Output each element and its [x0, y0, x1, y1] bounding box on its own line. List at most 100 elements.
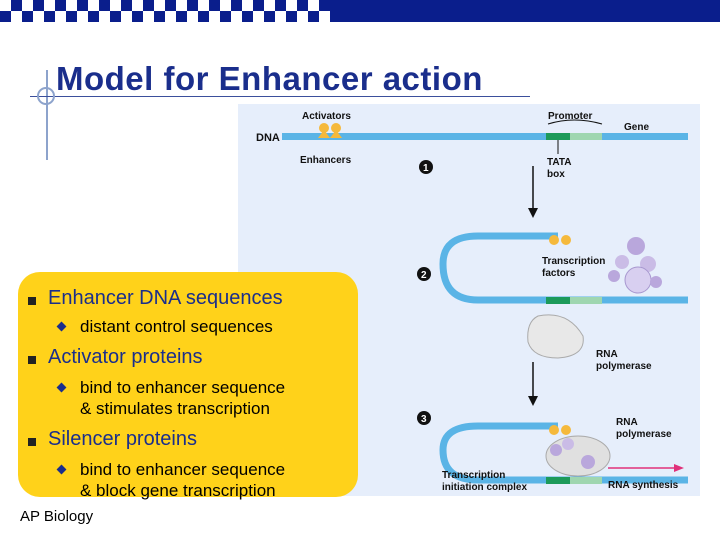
dna-strand-1 — [282, 133, 688, 140]
checker-cell — [88, 0, 99, 11]
tf-label-line1: Transcription — [542, 256, 605, 267]
checker-cell — [198, 11, 209, 22]
bullet-marker-3 — [28, 438, 36, 446]
checker-cell — [77, 0, 88, 11]
checker-cell — [22, 0, 33, 11]
checker-cell — [242, 0, 253, 11]
rna-synthesis-arrow-head — [674, 464, 684, 472]
checker-cell — [264, 11, 275, 22]
checker-cell — [253, 11, 264, 22]
checker-cell — [297, 0, 308, 11]
step-2-badge — [417, 267, 431, 281]
footer-label: AP Biology — [20, 508, 94, 525]
checker-cell — [55, 0, 66, 11]
tata-label-line2: box — [547, 169, 565, 180]
checker-cell — [99, 11, 110, 22]
step-3-badge — [417, 411, 431, 425]
checker-cell — [275, 11, 286, 22]
checker-cell — [154, 0, 165, 11]
checker-cell — [187, 11, 198, 22]
checker-cell — [11, 11, 22, 22]
checker-pattern — [0, 0, 340, 22]
sub-bullet-silencer-line2: & block gene transcription — [80, 481, 276, 500]
checker-cell — [0, 11, 11, 22]
tata-region-2 — [546, 297, 570, 304]
checker-cell — [66, 0, 77, 11]
checker-cell — [308, 11, 319, 22]
step-1-number: 1 — [423, 163, 429, 174]
checker-cell — [176, 11, 187, 22]
checker-cell — [110, 0, 121, 11]
enhancers-label: Enhancers — [300, 155, 352, 166]
checker-cell — [33, 0, 44, 11]
rnap-label-2-line2: polymerase — [616, 429, 672, 440]
checker-cell — [220, 11, 231, 22]
checker-cell — [132, 0, 143, 11]
checker-cell — [77, 11, 88, 22]
tf-label-line2: factors — [542, 268, 576, 279]
checker-cell — [319, 11, 330, 22]
step-3-number: 3 — [421, 414, 427, 425]
top-banner — [0, 0, 720, 22]
rna-polymerase-blob — [527, 314, 584, 359]
checker-cell — [242, 11, 253, 22]
bullet-marker-1 — [28, 297, 36, 305]
dna-label: DNA — [256, 132, 280, 144]
checker-cell — [275, 0, 286, 11]
transcription-factors-icon — [608, 237, 662, 294]
checker-cell — [99, 0, 110, 11]
activators-icon — [318, 123, 342, 138]
checker-cell — [220, 0, 231, 11]
checker-cell — [286, 11, 297, 22]
title-underline — [30, 96, 530, 97]
arrow-2-head — [528, 396, 538, 406]
bullet-silencer-proteins: Silencer proteins — [48, 428, 197, 450]
checker-cell — [253, 0, 264, 11]
activators-bound-icon — [549, 235, 571, 245]
checker-cell — [176, 0, 187, 11]
checker-cell — [143, 11, 154, 22]
checker-cell — [132, 11, 143, 22]
initiation-complex-icon — [545, 425, 611, 477]
checker-cell — [44, 0, 55, 11]
sub-bullet-activator-line1: bind to enhancer sequence — [80, 378, 286, 397]
checker-cell — [33, 11, 44, 22]
tata-region-1 — [546, 133, 570, 140]
checker-cell — [88, 11, 99, 22]
promoter-bracket — [547, 119, 603, 125]
bullet-marker-2 — [28, 356, 36, 364]
checker-cell — [286, 0, 297, 11]
activators-label: Activators — [302, 111, 351, 122]
checker-cell — [44, 11, 55, 22]
checker-cell — [264, 0, 275, 11]
sub-bullet-activator-line2: & stimulates transcription — [80, 399, 270, 418]
slide-title: Model for Enhancer action — [56, 60, 483, 97]
sub-bullet-distant-control: distant control sequences — [80, 317, 273, 336]
checker-cell — [187, 0, 198, 11]
checker-cell — [11, 0, 22, 11]
arrow-1-head — [528, 208, 538, 218]
checker-cell — [121, 11, 132, 22]
checker-cell — [110, 11, 121, 22]
step-1-badge — [419, 160, 433, 174]
checker-cell — [66, 11, 77, 22]
bullet-panel — [18, 272, 358, 497]
checker-cell — [165, 11, 176, 22]
tic-label-line1: Transcription — [442, 470, 505, 481]
rnap-label-1-line2: polymerase — [596, 361, 652, 372]
sub-bullet-silencer-line1: bind to enhancer sequence — [80, 460, 286, 479]
rna-synthesis-label: RNA synthesis — [608, 480, 679, 491]
checker-cell — [231, 11, 242, 22]
decor-circle — [37, 87, 55, 105]
bullet-enhancer-dna: Enhancer DNA sequences — [48, 287, 283, 309]
checker-cell — [143, 0, 154, 11]
tic-label-line2: initiation complex — [442, 482, 527, 493]
checker-cell — [209, 11, 220, 22]
tata-label-line1: TATA — [547, 157, 571, 168]
enhancer-diagram-svg: Activators DNA Enhancers Promoter Gene T… — [256, 111, 688, 493]
rnap-label-2-line1: RNA — [616, 417, 638, 428]
checker-cell — [297, 11, 308, 22]
checker-cell — [209, 0, 220, 11]
tata-region-3 — [546, 477, 570, 484]
dna-loop-3 — [439, 422, 688, 484]
